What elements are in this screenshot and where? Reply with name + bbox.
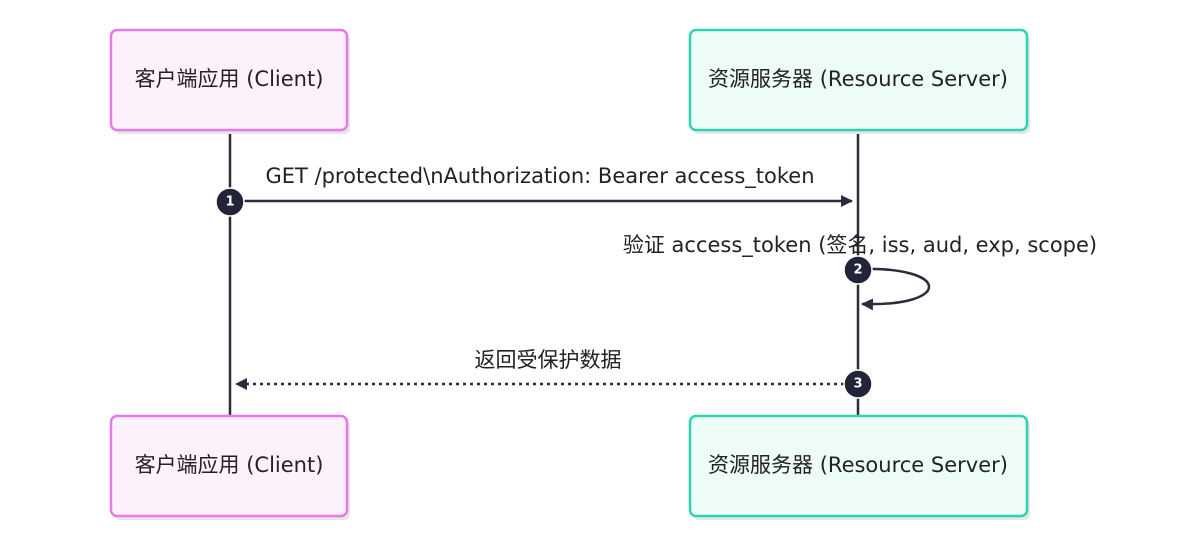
- svg-text:3: 3: [853, 377, 862, 392]
- message-2-self-loop: [857, 267, 931, 311]
- message-3-text: 返回受保护数据: [475, 348, 622, 372]
- message-2-text: 验证 access_token (签名, iss, aud, exp, scop…: [623, 233, 1097, 258]
- svg-text:1: 1: [225, 195, 234, 210]
- server-actor-bottom: 资源服务器 (Resource Server): [688, 414, 1030, 520]
- client-actor-top: 客户端应用 (Client): [109, 28, 350, 134]
- message-2-badge: 2: [843, 255, 873, 285]
- client-label-top: 客户端应用 (Client): [135, 67, 324, 91]
- svg-text:2: 2: [853, 263, 862, 278]
- message-1-text: GET /protected\nAuthorization: Bearer ac…: [265, 164, 814, 189]
- message-3-badge: 3: [843, 369, 873, 399]
- client-label-bottom: 客户端应用 (Client): [135, 453, 324, 477]
- server-label-bottom: 资源服务器 (Resource Server): [708, 453, 1008, 477]
- server-label-top: 资源服务器 (Resource Server): [708, 67, 1008, 91]
- server-actor-top: 资源服务器 (Resource Server): [688, 28, 1030, 134]
- client-actor-bottom: 客户端应用 (Client): [109, 414, 350, 520]
- message-1-badge: 1: [215, 187, 245, 217]
